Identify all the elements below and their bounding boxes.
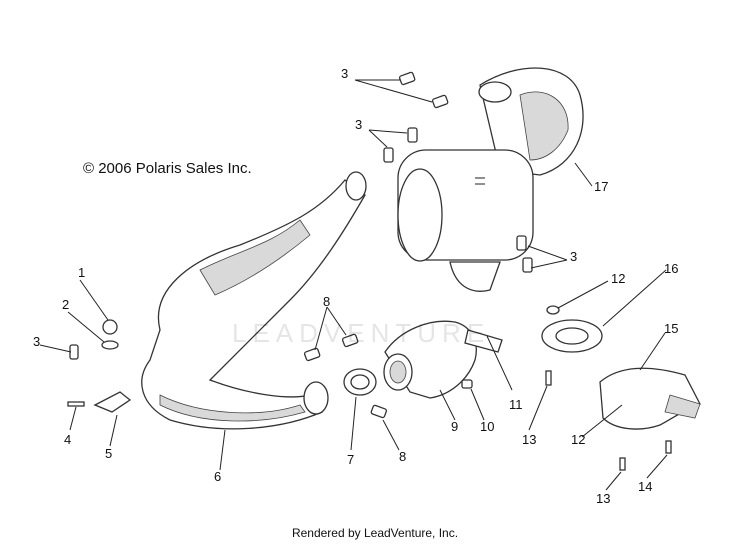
callout-label: 3	[341, 66, 349, 81]
callout-label: 3	[33, 334, 41, 349]
callout-label: 13	[596, 491, 611, 506]
callout-label: 8	[323, 294, 331, 309]
washer-plate-part	[541, 319, 603, 353]
callout-label: 15	[664, 321, 679, 336]
callout-label: 8	[399, 449, 407, 464]
copyright-notice: © 2006 Polaris Sales Inc.	[83, 160, 252, 177]
small-parts	[67, 319, 132, 413]
callout-label: 3	[570, 249, 578, 264]
callout-label: 12	[611, 271, 626, 286]
muffler-part	[397, 67, 584, 292]
callout-label: 17	[594, 179, 609, 194]
callout-label: 9	[451, 419, 459, 434]
leader-lines	[39, 79, 668, 491]
callout-label: 14	[638, 479, 653, 494]
watermark: LEADVENTURE	[232, 318, 491, 348]
callout-label: 16	[664, 261, 679, 276]
manifold-gasket-part	[464, 329, 503, 353]
springs	[303, 71, 672, 471]
callout-label: 13	[522, 432, 537, 447]
callout-label: 3	[355, 117, 363, 132]
callout-label: 4	[64, 432, 72, 447]
expansion-chamber-part	[141, 171, 367, 430]
callout-label: 7	[347, 452, 355, 467]
footer-credit: Rendered by LeadVenture, Inc.	[291, 526, 459, 540]
gasket-ring-part	[343, 368, 377, 396]
callout-label: 6	[214, 469, 222, 484]
manifold-part	[383, 320, 477, 399]
callout-label: 1	[78, 265, 86, 280]
callout-label: 10	[480, 419, 495, 434]
callout-label: 5	[105, 446, 113, 461]
callout-label: 2	[62, 297, 70, 312]
callout-label: 12	[571, 432, 586, 447]
callout-label: 11	[509, 397, 523, 412]
heat-shield-part	[599, 367, 701, 430]
